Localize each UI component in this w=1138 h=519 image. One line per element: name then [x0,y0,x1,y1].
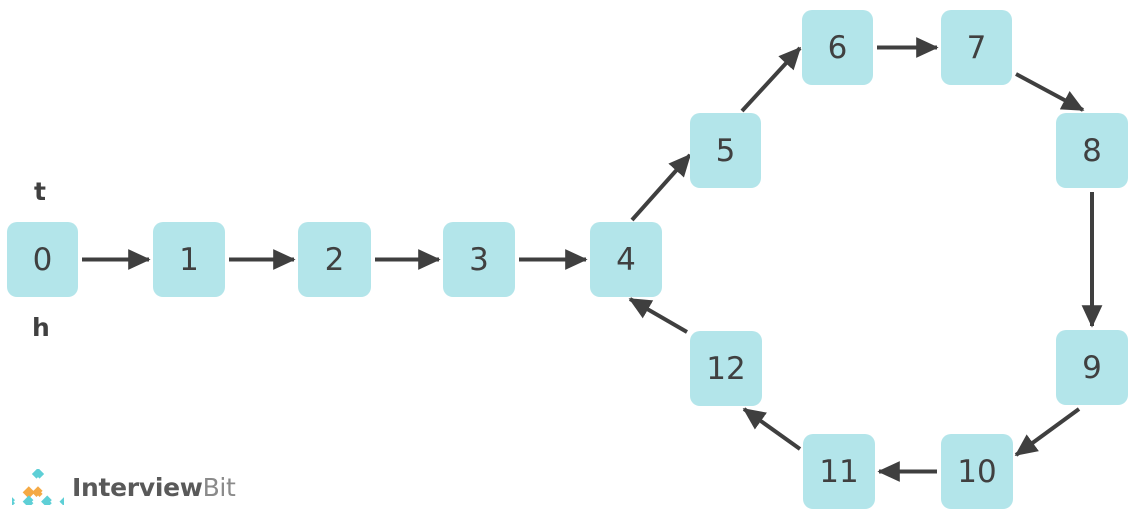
logo-diamond-white [13,495,26,508]
logo-diamond-teal [22,495,35,508]
node-9[interactable]: 9 [1056,330,1128,405]
node-5[interactable]: 5 [690,113,761,188]
node-12[interactable]: 12 [690,331,762,406]
logo-diamond-white [50,495,63,508]
node-1[interactable]: 1 [153,222,225,297]
pointer-label-t: t [34,177,46,206]
pointer-label-h: h [32,313,50,342]
node-8[interactable]: 8 [1056,113,1128,188]
node-3[interactable]: 3 [443,222,515,297]
logo-diamond-teal [41,495,54,508]
node-6[interactable]: 6 [802,10,873,85]
edge-n7-to-n8 [1015,72,1085,112]
edge-n9-to-n10 [1014,407,1081,457]
edge-n4-to-n5 [630,153,692,222]
logo-diamond-white [31,495,45,508]
edge-n12-to-n4 [628,297,689,334]
node-4[interactable]: 4 [590,222,662,297]
logo-diamond-grid [4,467,72,508]
node-11[interactable]: 11 [803,434,875,509]
node-2[interactable]: 2 [298,222,371,297]
logo-wordmark: InterviewBit [72,473,236,502]
logo-text-secondary: Bit [202,472,236,502]
node-0[interactable]: 0 [7,222,78,297]
interviewbit-logo: InterviewBit [4,466,236,508]
edge-n5-to-n6 [740,46,802,113]
node-7[interactable]: 7 [941,10,1012,85]
logo-diamond-mark [4,467,72,508]
edge-n11-to-n12 [742,407,802,451]
logo-text-primary: Interview [72,472,203,502]
node-10[interactable]: 10 [941,434,1013,509]
